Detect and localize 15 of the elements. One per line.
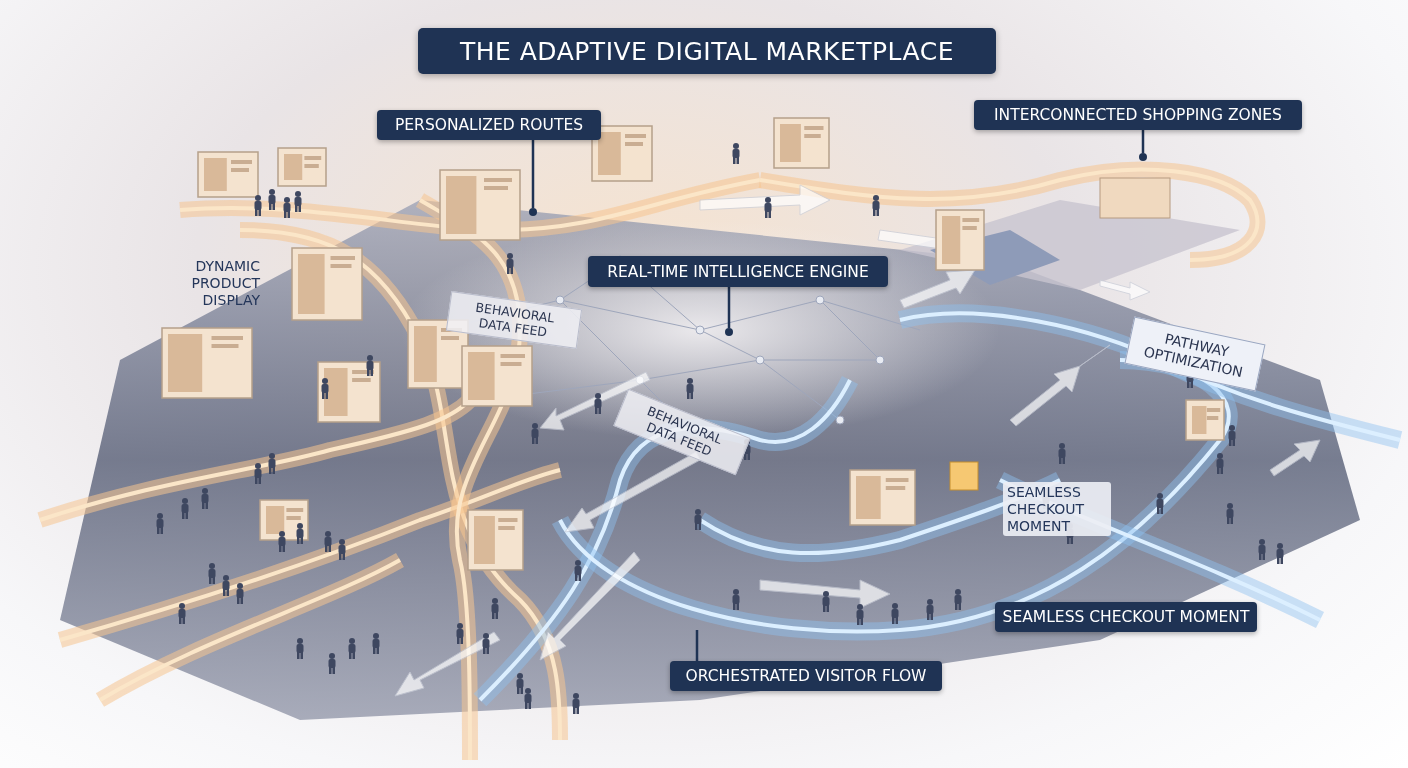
leader-line: [531, 140, 535, 208]
target-dot: [1139, 153, 1147, 161]
leader-line: [695, 630, 699, 661]
callout-label: SEAMLESS CHECKOUT MOMENT: [995, 602, 1257, 632]
callout-label: ORCHESTRATED VISITOR FLOW: [670, 661, 942, 691]
leader-line: [1141, 130, 1145, 153]
title-banner: THE ADAPTIVE DIGITAL MARKETPLACE: [418, 28, 996, 74]
callout-label: PERSONALIZED ROUTES: [377, 110, 601, 140]
leader-line: [727, 287, 731, 328]
target-dot: [725, 328, 733, 336]
area-label: DYNAMIC PRODUCT DISPLAY: [190, 258, 260, 309]
callout-label: INTERCONNECTED SHOPPING ZONES: [974, 100, 1302, 130]
callout-label: REAL-TIME INTELLIGENCE ENGINE: [588, 256, 888, 287]
area-label: SEAMLESS CHECKOUT MOMENT: [1003, 482, 1111, 537]
target-dot: [529, 208, 537, 216]
